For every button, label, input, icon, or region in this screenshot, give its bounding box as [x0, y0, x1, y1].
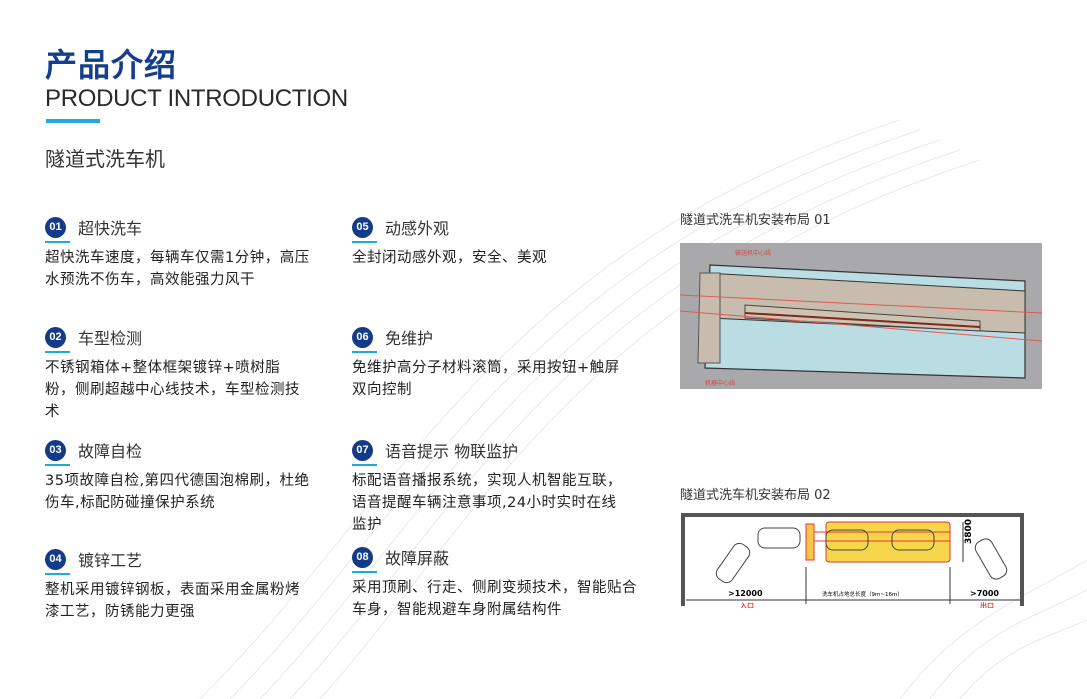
feature-desc: 整机采用镀锌钢板，表面采用金属粉烤漆工艺，防锈能力更强 [45, 582, 300, 620]
number-badge: 07 [352, 439, 373, 461]
page-title: 产品介绍 [45, 46, 178, 84]
layout-01-caption: 隧道式洗车机安装布局 01 [680, 213, 831, 228]
machine-centerline-label: 机器中心线 [705, 379, 735, 387]
machine-length: 洗车机占地总长度（9m~16m） [822, 590, 903, 598]
feature-title: 车型检测 [78, 329, 143, 348]
number-badge: 06 [352, 326, 373, 348]
feature-desc: 35项故障自检,第四代德国泡棉刷，杜绝伤车,标配防碰撞保护系统 [45, 473, 310, 511]
feature-desc: 全封闭动感外观，安全、美观 [352, 250, 547, 266]
exit-length: >7000 [970, 589, 999, 598]
feature-underline [352, 571, 377, 573]
feature-08: 08 故障屏蔽 采用顶刷、行走、侧刷变频技术，智能贴合车身，智能规避车身附属结构件 [352, 546, 647, 621]
feature-05: 05 动感外观 全封闭动感外观，安全、美观 [352, 216, 642, 269]
feature-underline [352, 351, 377, 353]
number-badge: 01 [45, 216, 66, 238]
feature-underline [45, 241, 70, 243]
number-badge: 03 [45, 439, 66, 461]
feature-title: 语音提示 物联监护 [385, 442, 519, 461]
layout-01-diagram: 输送机中心线 机器中心线 [680, 243, 1042, 389]
feature-underline [45, 464, 70, 466]
feature-desc: 不锈钢箱体+整体框架镀锌+喷树脂粉，侧刷超越中心线技术，车型检测技术 [45, 360, 300, 420]
entry-label: 入口 [739, 602, 754, 608]
width-dimension: 3800 [964, 519, 974, 544]
feature-desc: 采用顶刷、行走、侧刷变频技术，智能贴合车身，智能规避车身附属结构件 [352, 580, 637, 618]
feature-title: 超快洗车 [78, 219, 143, 238]
feature-underline [352, 464, 377, 466]
feature-06: 06 免维护 免维护高分子材料滚筒，采用按钮+触屏双向控制 [352, 326, 622, 401]
feature-desc: 标配语音播报系统，实现人机智能互联，语音提醒车辆注意事项,24小时实时在线监护 [352, 473, 622, 533]
feature-03: 03 故障自检 35项故障自检,第四代德国泡棉刷，杜绝伤车,标配防碰撞保护系统 [45, 439, 310, 514]
number-badge: 04 [45, 548, 66, 570]
page-title-en: PRODUCT INTRODUCTION [45, 85, 348, 112]
feature-underline [45, 351, 70, 353]
layout-02-caption: 隧道式洗车机安装布局 02 [680, 488, 831, 503]
conveyor-centerline-label: 输送机中心线 [735, 249, 771, 257]
feature-02: 02 车型检测 不锈钢箱体+整体框架镀锌+喷树脂粉，侧刷超越中心线技术，车型检测技… [45, 326, 310, 423]
layout-02-diagram: 3800 >12000 洗车机占地总长度（9m~16m） >7000 入口 出口 [681, 513, 1024, 608]
feature-desc: 超快洗车速度，每辆车仅需1分钟，高压水预洗不伤车，高效能强力风干 [45, 250, 310, 288]
exit-label: 出口 [980, 601, 994, 608]
feature-title: 故障自检 [78, 442, 143, 461]
number-badge: 08 [352, 546, 373, 568]
feature-title: 镀锌工艺 [78, 551, 143, 570]
feature-title: 动感外观 [385, 219, 450, 238]
feature-04: 04 镀锌工艺 整机采用镀锌钢板，表面采用金属粉烤漆工艺，防锈能力更强 [45, 548, 310, 623]
feature-01: 01 超快洗车 超快洗车速度，每辆车仅需1分钟，高压水预洗不伤车，高效能强力风干 [45, 216, 310, 291]
feature-desc: 免维护高分子材料滚筒，采用按钮+触屏双向控制 [352, 360, 620, 398]
feature-07: 07 语音提示 物联监护 标配语音播报系统，实现人机智能互联，语音提醒车辆注意事项… [352, 439, 627, 536]
title-underline [46, 119, 100, 123]
number-badge: 02 [45, 326, 66, 348]
entry-length: >12000 [728, 589, 763, 598]
feature-title: 故障屏蔽 [385, 549, 450, 568]
number-badge: 05 [352, 216, 373, 238]
feature-title: 免维护 [385, 329, 434, 348]
feature-underline [352, 241, 377, 243]
feature-underline [45, 573, 70, 575]
product-name: 隧道式洗车机 [45, 147, 165, 171]
